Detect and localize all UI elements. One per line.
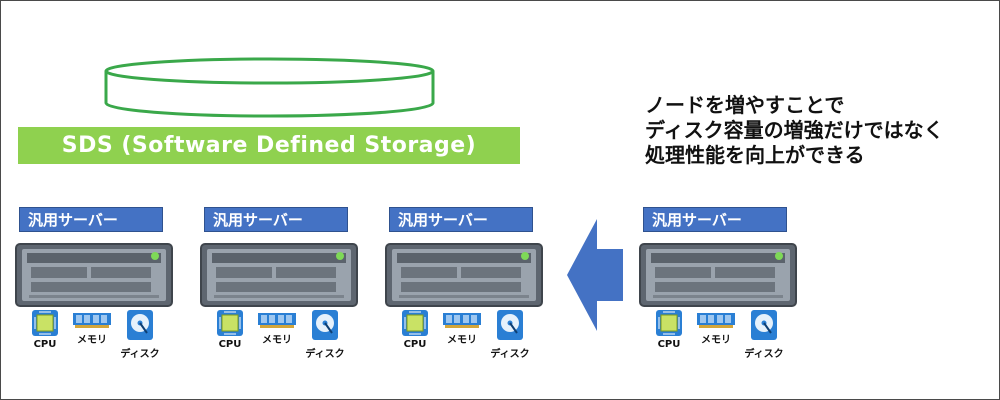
cpu-component: CPU <box>398 309 432 350</box>
memory-component: メモリ <box>67 311 117 346</box>
server-node-1: 汎用サーバー CPU メモリ <box>15 207 179 367</box>
note-line: 処理性能を向上ができる <box>645 143 865 167</box>
add-node-arrow-icon <box>567 219 623 331</box>
server-label: 汎用サーバー <box>19 207 163 232</box>
cpu-chip-icon <box>217 310 243 336</box>
server-rack-icon <box>639 243 797 307</box>
cpu-component: CPU <box>213 309 247 350</box>
disk-drive-icon <box>312 310 338 340</box>
disk-drive-icon <box>127 310 153 340</box>
server-rack-icon <box>15 243 173 307</box>
server-rack-icon <box>385 243 543 307</box>
scale-out-note: ノードを増やすことで ディスク容量の増強だけではなく 処理性能を向上ができる <box>645 93 985 168</box>
server-rack-icon <box>200 243 358 307</box>
storage-cylinder-icon <box>104 57 435 118</box>
disk-component: ディスク <box>115 309 165 360</box>
disk-drive-icon <box>497 310 523 340</box>
disk-component: ディスク <box>300 309 350 360</box>
memory-component: メモリ <box>252 311 302 346</box>
memory-module-icon <box>443 313 481 328</box>
cpu-label: CPU <box>218 339 242 350</box>
cpu-chip-icon <box>32 310 58 336</box>
disk-label: ディスク <box>490 349 530 360</box>
server-node-3: 汎用サーバー CPU メモリ <box>385 207 549 367</box>
memory-module-icon <box>73 313 111 328</box>
memory-label: メモリ <box>77 335 107 346</box>
disk-drive-icon <box>751 310 777 340</box>
cpu-chip-icon <box>402 310 428 336</box>
disk-component: ディスク <box>485 309 535 360</box>
memory-component: メモリ <box>691 311 741 346</box>
cpu-label: CPU <box>403 339 427 350</box>
disk-component: ディスク <box>739 309 789 360</box>
note-line: ディスク容量の増強だけではなく <box>645 118 944 142</box>
server-label: 汎用サーバー <box>643 207 787 232</box>
cpu-component: CPU <box>28 309 62 350</box>
disk-label: ディスク <box>744 349 784 360</box>
note-line: ノードを増やすことで <box>645 93 845 117</box>
memory-module-icon <box>697 313 735 328</box>
memory-module-icon <box>258 313 296 328</box>
memory-label: メモリ <box>447 335 477 346</box>
sds-storage-bar: SDS (Software Defined Storage) <box>18 127 520 164</box>
cpu-chip-icon <box>656 310 682 336</box>
memory-label: メモリ <box>262 335 292 346</box>
server-label: 汎用サーバー <box>389 207 533 232</box>
server-node-new: 汎用サーバー CPU メモリ <box>639 207 803 367</box>
disk-label: ディスク <box>305 349 345 360</box>
server-label: 汎用サーバー <box>204 207 348 232</box>
disk-label: ディスク <box>120 349 160 360</box>
memory-component: メモリ <box>437 311 487 346</box>
cpu-label: CPU <box>657 339 681 350</box>
server-node-2: 汎用サーバー CPU メモリ <box>200 207 364 367</box>
cpu-component: CPU <box>652 309 686 350</box>
memory-label: メモリ <box>701 335 731 346</box>
cpu-label: CPU <box>33 339 57 350</box>
